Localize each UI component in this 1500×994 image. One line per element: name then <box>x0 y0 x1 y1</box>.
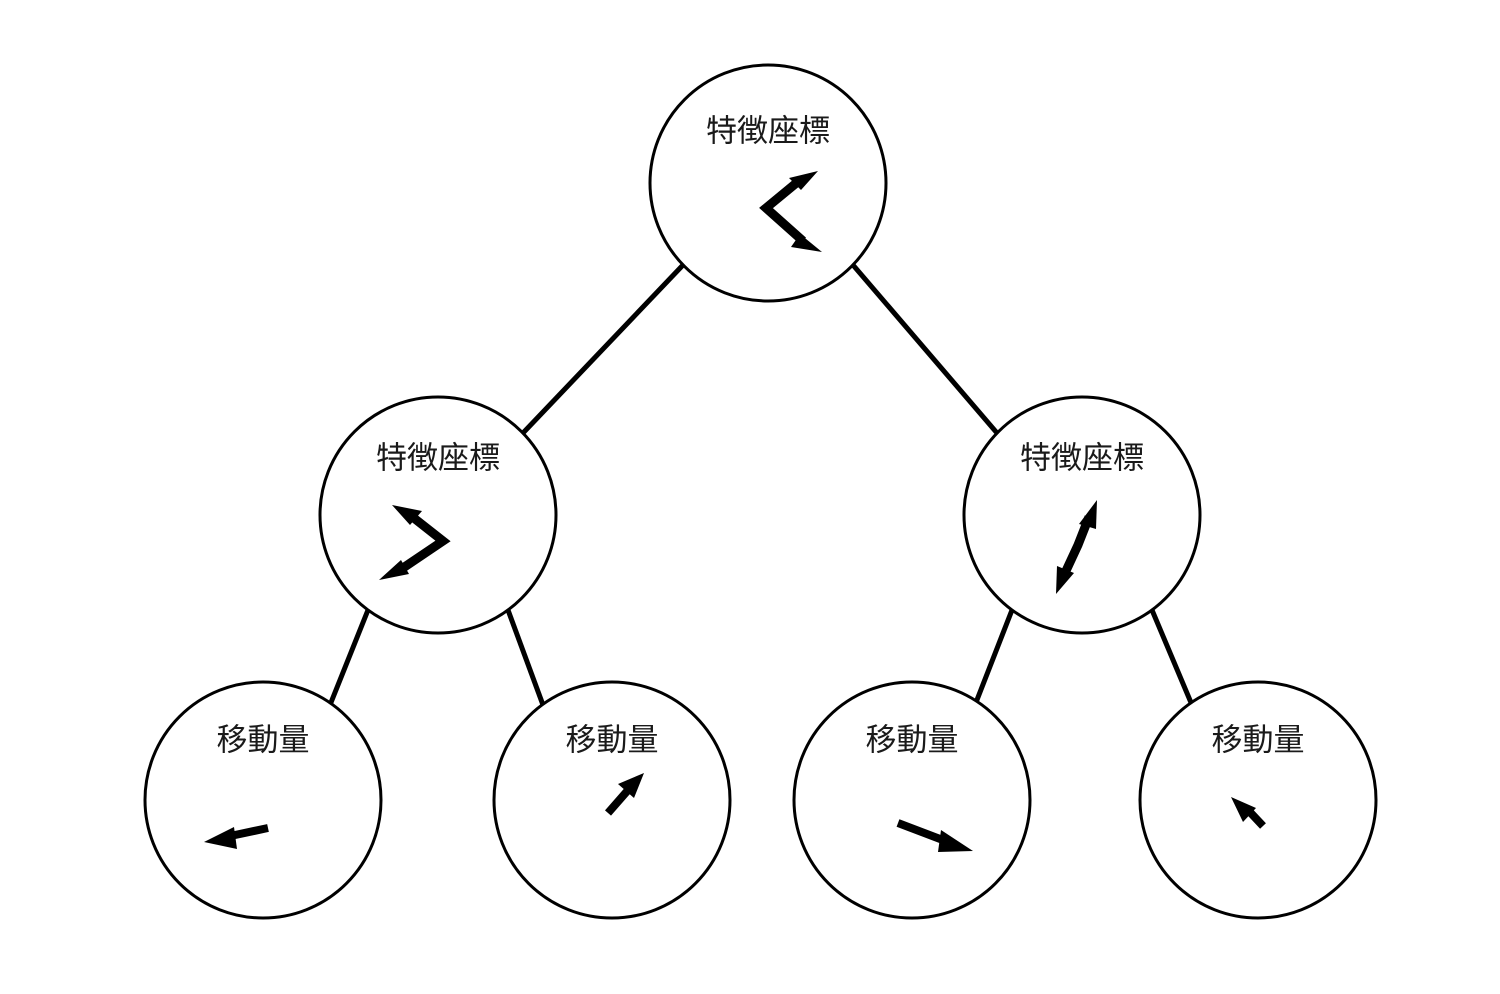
node-circle[interactable] <box>1138 680 1378 920</box>
arrow-left-icon <box>204 824 269 849</box>
node-mid-right[interactable]: 特徴座標 <box>962 395 1202 635</box>
node-circle[interactable] <box>492 680 732 920</box>
edge-root-to-mid-right <box>851 263 999 435</box>
node-leaf-4[interactable]: 移動量 <box>1138 680 1378 920</box>
node-root[interactable]: 特徴座標 <box>648 63 888 303</box>
node-circle[interactable] <box>143 680 383 920</box>
node-leaf-2[interactable]: 移動量 <box>492 680 732 920</box>
node-label: 移動量 <box>217 723 310 759</box>
edge-group <box>327 263 1195 706</box>
edge-mid-left-to-leaf-2 <box>505 609 546 706</box>
edge-mid-left-to-leaf-1 <box>327 609 371 706</box>
node-mid-left[interactable]: 特徴座標 <box>318 395 558 635</box>
node-circle[interactable] <box>792 680 1032 920</box>
arrow-up-right-icon <box>604 773 644 816</box>
node-label: 移動量 <box>1212 723 1305 759</box>
node-circle[interactable] <box>962 395 1202 635</box>
node-circle[interactable] <box>318 395 558 635</box>
node-label: 特徴座標 <box>706 114 830 150</box>
node-label: 特徴座標 <box>1020 441 1144 477</box>
node-label: 特徴座標 <box>376 441 500 477</box>
node-leaf-3[interactable]: 移動量 <box>792 680 1032 920</box>
arrow-down-right-icon <box>896 819 973 852</box>
edge-mid-right-to-leaf-3 <box>972 609 1015 706</box>
node-leaf-1[interactable]: 移動量 <box>143 680 383 920</box>
node-circle[interactable] <box>648 63 888 303</box>
double-arrow-v-left-icon <box>379 505 451 580</box>
double-arrow-v-right-icon <box>759 171 822 252</box>
node-label: 移動量 <box>566 723 659 759</box>
edge-mid-right-to-leaf-4 <box>1149 609 1195 706</box>
arrow-up-left-icon <box>1231 797 1266 829</box>
node-label: 移動量 <box>866 723 959 759</box>
double-arrow-vertical-icon <box>1056 500 1097 594</box>
edge-root-to-mid-left <box>521 263 685 435</box>
